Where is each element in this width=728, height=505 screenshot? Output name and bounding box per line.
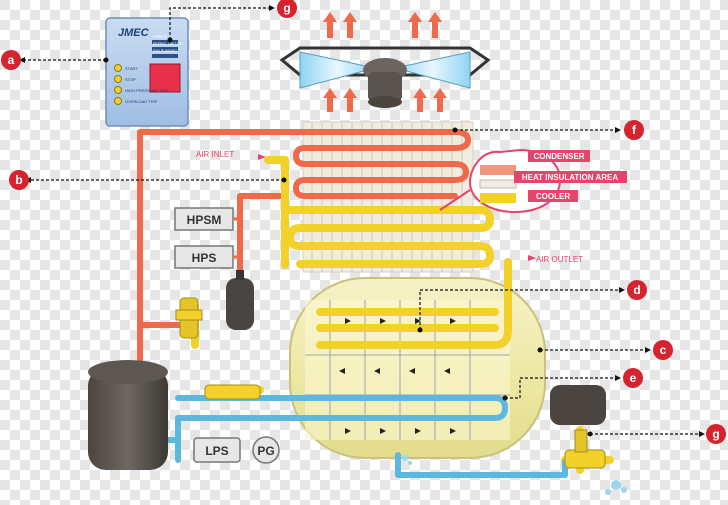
start-button-label: START (125, 66, 138, 71)
air-inlet-label: AIR INLET (196, 150, 234, 159)
callout-g-top (277, 0, 297, 18)
callout-c (653, 340, 673, 360)
air-inlet-arrow (258, 154, 266, 160)
filter-drier (226, 270, 254, 330)
hps-label: HPS (192, 251, 217, 265)
pg-gauge (252, 436, 280, 464)
legend-heat-insulation-label: HEAT INSULATION AREA (522, 173, 619, 182)
legend-condenser-label: CONDENSER (533, 152, 584, 161)
stop-button-label: STOP (125, 77, 136, 82)
high-pressure-trip-label: HIGH PRESSURE TRIP (125, 88, 169, 93)
callout-a (1, 50, 21, 70)
hpsm-label: HPSM (187, 213, 222, 227)
lps-box (193, 437, 241, 463)
legend-condenser (528, 150, 590, 162)
condenser-fan (279, 46, 491, 108)
compressor (88, 360, 168, 470)
flow-arrows (339, 318, 456, 434)
drain-splash (402, 455, 627, 495)
callout-f (624, 120, 644, 140)
panel-brand-logo: JMEC (118, 27, 150, 39)
control-panel (105, 17, 189, 127)
switch-lines (233, 217, 240, 259)
callout-e-label: e (630, 371, 637, 385)
auto-drain (550, 385, 606, 469)
callout-b-label: b (15, 173, 22, 187)
expansion-valve (175, 297, 203, 339)
callout-d-label: d (633, 283, 640, 297)
overload-trip-label: OVERLOAD TRIP (125, 99, 158, 104)
callout-leaders (19, 5, 705, 437)
legend-cooler (528, 190, 578, 202)
panel-status-line: POWER (153, 35, 167, 39)
panel-status-line: REFRIG. UNIT ON (153, 42, 183, 46)
callout-e (623, 368, 643, 388)
callout-dots (103, 37, 593, 437)
panel-status-line: FAN RUNNING (153, 49, 177, 53)
callout-g-top-label: g (283, 1, 290, 15)
air-outlet-label: AIR OUTLET (536, 255, 583, 264)
legend-cooler-label: COOLER (536, 192, 570, 201)
callout-f-label: f (632, 123, 637, 137)
callout-g-bottom-label: g (712, 427, 719, 441)
callout-g-bottom (706, 424, 726, 444)
bypass-valve (204, 384, 261, 400)
legend-heat-insulation (514, 171, 627, 183)
callout-c-label: c (660, 343, 667, 357)
separator-tank (289, 277, 546, 459)
lps-label: LPS (205, 444, 228, 458)
air-outlet-arrow (528, 255, 536, 261)
callout-d (627, 280, 647, 300)
callout-b (9, 170, 29, 190)
exhaust-arrows (323, 12, 447, 112)
hot-refrigerant-line (137, 129, 471, 363)
pg-label: PG (257, 444, 274, 458)
callout-a-label: a (8, 53, 15, 67)
